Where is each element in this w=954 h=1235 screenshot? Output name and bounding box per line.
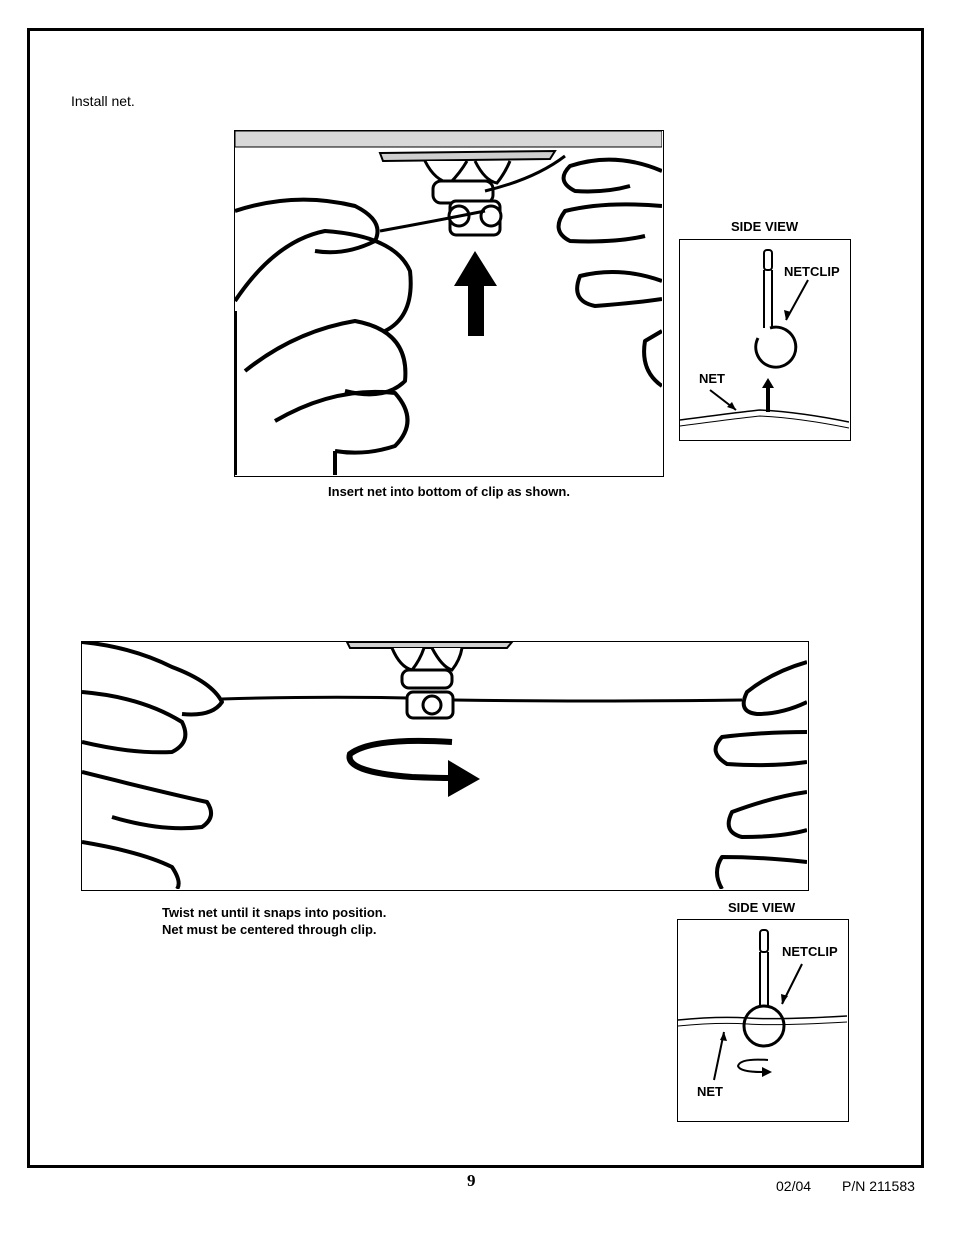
twist-arrow-icon bbox=[736, 1058, 772, 1077]
netclip-icon bbox=[742, 929, 786, 1048]
side-view-title: SIDE VIEW bbox=[728, 900, 796, 915]
right-hand-illustration bbox=[713, 660, 807, 889]
netclip-icon bbox=[754, 249, 798, 369]
net-line bbox=[678, 1015, 847, 1021]
footer-part-number: P/N 211583 bbox=[842, 1178, 915, 1194]
twist-arrow-icon bbox=[346, 737, 480, 797]
right-hand-illustration bbox=[556, 157, 662, 388]
insert-net-illustration bbox=[234, 130, 664, 477]
page-border bbox=[27, 28, 924, 1168]
page-number: 9 bbox=[467, 1171, 476, 1190]
net-label: NET bbox=[697, 1084, 723, 1099]
side-view-title: SIDE VIEW bbox=[731, 219, 799, 234]
step2-caption-line2: Net must be centered through clip. bbox=[162, 922, 377, 937]
instruction-heading: Install net. bbox=[71, 93, 135, 109]
net-label: NET bbox=[699, 371, 725, 386]
up-arrow-icon bbox=[454, 251, 497, 336]
netclip-icon bbox=[390, 647, 464, 720]
netclip-label: NETCLIP bbox=[782, 944, 838, 959]
side-view-insert bbox=[679, 239, 851, 441]
left-hand-illustration bbox=[82, 642, 224, 889]
net-line bbox=[680, 409, 849, 423]
left-hand-illustration bbox=[235, 197, 413, 475]
step2-caption: Twist net until it snaps into position. … bbox=[162, 904, 386, 938]
side-view-twist bbox=[677, 919, 849, 1122]
footer-date: 02/04 bbox=[776, 1178, 812, 1194]
net-cord bbox=[221, 695, 408, 701]
step1-caption: Insert net into bottom of clip as shown. bbox=[328, 484, 570, 499]
netclip-icon bbox=[423, 160, 512, 237]
netclip-label: NETCLIP bbox=[784, 264, 840, 279]
twist-net-illustration bbox=[81, 641, 809, 891]
up-arrow-icon bbox=[762, 378, 774, 412]
step2-caption-line1: Twist net until it snaps into position. bbox=[162, 905, 387, 920]
